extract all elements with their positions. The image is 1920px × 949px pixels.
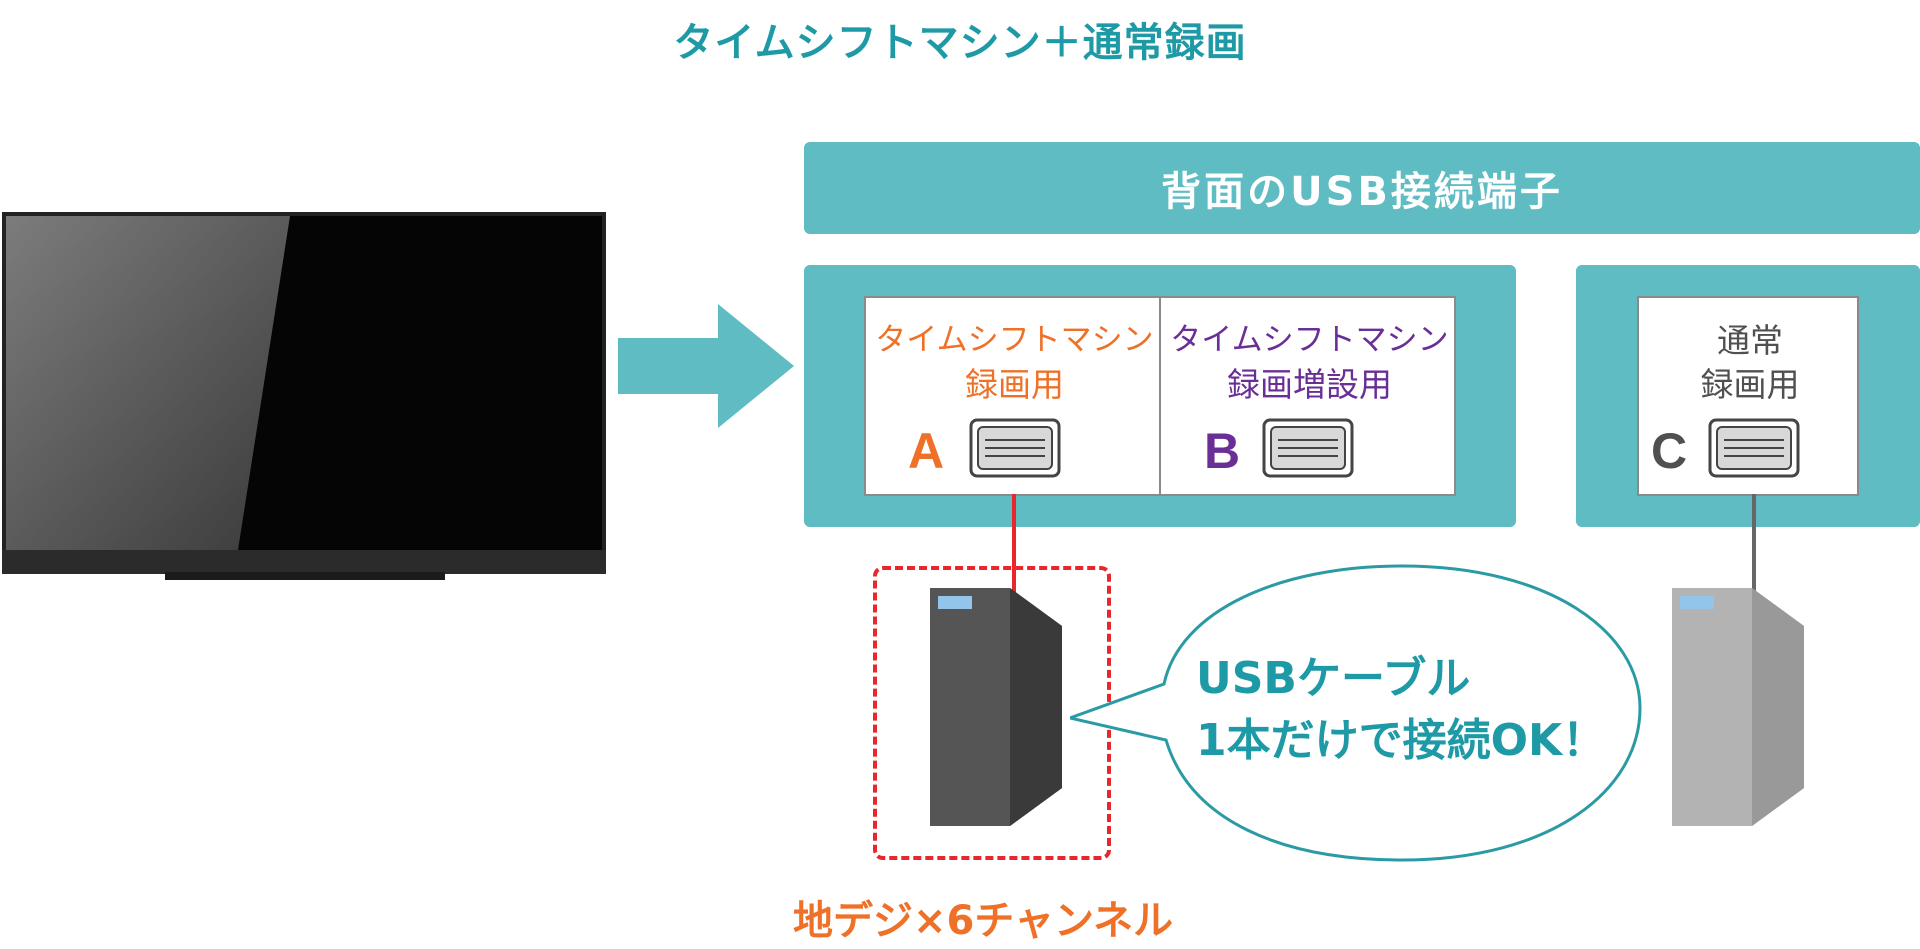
port-b-box: タイムシフトマシン 録画増設用 B [1159,296,1456,496]
usb-port-icon [1262,418,1354,478]
arrow-right-icon [618,304,794,428]
tv-image [2,212,606,580]
cable-c [1752,494,1756,596]
hdd-icon [930,588,1062,826]
port-b-label-line2: 録画増設用 [1227,365,1392,404]
callout-line2: 1本だけで接続OK！ [1196,715,1607,766]
port-c-label-line2: 録画用 [1700,365,1800,404]
rear-usb-header: 背面のUSB接続端子 [804,142,1920,234]
channel-caption: 地デジ×6チャンネル [793,898,1174,944]
port-c-label-line1: 通常 [1717,321,1783,360]
diagram-title: タイムシフトマシン＋通常録画 [673,20,1247,66]
port-c-letter: C [1651,423,1688,479]
callout-line1: USBケーブル [1196,653,1471,704]
speech-bubble [1070,564,1642,862]
port-a-label-line2: 録画用 [965,365,1064,404]
port-c-box: 通常 録画用 C [1637,296,1859,496]
port-a-letter: A [908,423,945,479]
hdd-icon [1672,588,1804,826]
port-b-letter: B [1204,423,1241,479]
cable-a [1012,494,1016,596]
usb-port-icon [969,418,1061,478]
usb-port-icon [1708,418,1800,478]
port-a-box: タイムシフトマシン 録画用 A [864,296,1161,496]
port-a-label-line1: タイムシフトマシン [875,322,1154,358]
port-b-label-line1: タイムシフトマシン [1170,322,1449,358]
